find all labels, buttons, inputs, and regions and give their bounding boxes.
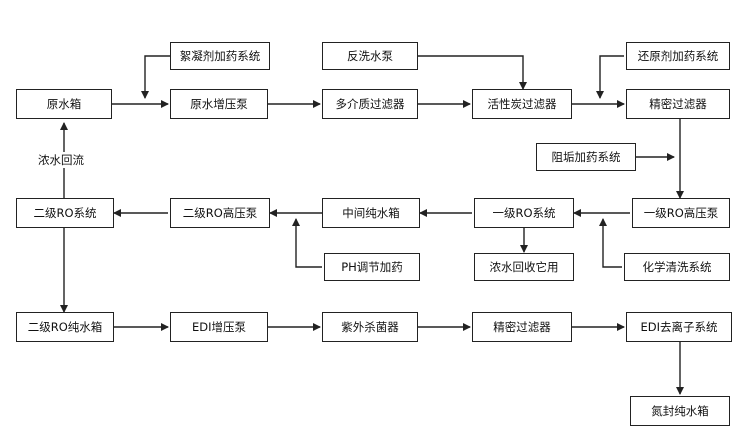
node-ro2-pure-tank: 二级RO纯水箱 (16, 312, 114, 342)
node-concentrate-reuse: 浓水回收它用 (474, 253, 574, 281)
node-multimedia-filter: 多介质过滤器 (322, 89, 418, 119)
node-antiscalant-dosing: 阻垢加药系统 (536, 143, 636, 171)
label-concentrate-return: 浓水回流 (36, 152, 86, 168)
edge-reductant-to-line (596, 55, 624, 99)
node-raw-booster-pump: 原水增压泵 (170, 89, 268, 119)
node-uv-sterilizer: 紫外杀菌器 (322, 312, 418, 342)
edge-ph-to-line (292, 218, 322, 268)
node-ro1-hp-pump: 一级RO高压泵 (632, 198, 730, 228)
node-ro1-system: 一级RO系统 (474, 198, 574, 228)
node-raw-tank: 原水箱 (16, 89, 112, 119)
node-carbon-filter: 活性炭过滤器 (472, 89, 572, 119)
edge-backwash-to-carbon (418, 55, 527, 90)
node-ph-dosing: PH调节加药 (324, 253, 420, 281)
edge-cleaning-to-line (599, 218, 622, 268)
node-edi-booster-pump: EDI增压泵 (170, 312, 268, 342)
node-ro2-system: 二级RO系统 (16, 198, 114, 228)
node-backwash-pump: 反洗水泵 (322, 42, 418, 70)
node-precision-filter-2: 精密过滤器 (472, 312, 572, 342)
node-chemical-cleaning: 化学清洗系统 (624, 253, 730, 281)
node-flocculant-dosing: 絮凝剂加药系统 (170, 42, 270, 70)
edge-flocculant-to-line (141, 55, 170, 99)
node-nitrogen-tank: 氮封纯水箱 (630, 396, 730, 426)
node-intermediate-tank: 中间纯水箱 (322, 198, 420, 228)
node-ro2-hp-pump: 二级RO高压泵 (170, 198, 270, 228)
node-edi-system: EDI去离子系统 (626, 312, 732, 342)
node-precision-filter-1: 精密过滤器 (626, 89, 730, 119)
node-reductant-dosing: 还原剂加药系统 (626, 42, 730, 70)
